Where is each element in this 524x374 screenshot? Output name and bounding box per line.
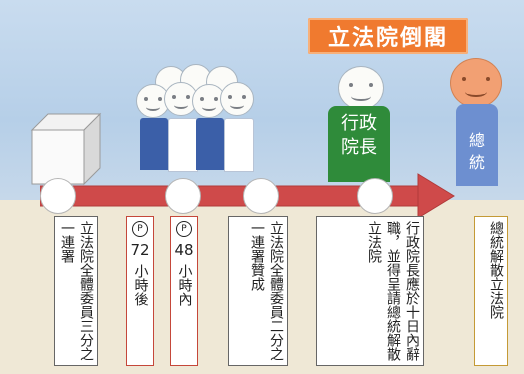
timeline-node [165, 178, 201, 214]
p-icon: P [176, 221, 192, 237]
step-text: 總統解散立法院 [488, 221, 504, 319]
step-number: 48 [174, 241, 194, 259]
president-body: 總統 [456, 104, 498, 186]
step-box: 立法院全體委員三分之一連署 [54, 216, 98, 366]
step-box: 立法院全體委員二分之一連署贊成 [228, 216, 288, 366]
premier-label: 行政院長 [341, 113, 377, 158]
step-box: 總統解散立法院 [474, 216, 508, 366]
crowd-body [196, 118, 224, 170]
step-text: 小時後 [132, 264, 149, 306]
president-label: 總統 [468, 131, 485, 172]
crowd-body [140, 118, 168, 170]
step-text: 行政院長應於十日內辭職，並得呈請總統解散立法院 [366, 221, 420, 361]
step-text: 小時內 [176, 264, 193, 306]
step-number: 72 [130, 241, 150, 259]
step-box: P 48 小時內 [170, 216, 198, 366]
crowd-head [220, 82, 254, 116]
timeline-arrow [40, 173, 455, 219]
p-icon: P [132, 221, 148, 237]
title-banner: 立法院倒閣 [308, 18, 468, 54]
step-text: 立法院全體委員三分之一連署 [59, 221, 94, 361]
timeline-node [357, 178, 393, 214]
timeline-node [243, 178, 279, 214]
crowd-body [168, 118, 198, 172]
step-text: 立法院全體委員二分之一連署贊成 [249, 221, 284, 361]
document-stack-icon [30, 112, 102, 186]
premier-head [338, 66, 384, 110]
premier-body: 行政院長 [328, 106, 390, 182]
step-box: P 72 小時後 [126, 216, 154, 366]
crowd-body [224, 118, 254, 172]
timeline-node [40, 178, 76, 214]
step-box: 行政院長應於十日內辭職，並得呈請總統解散立法院 [316, 216, 424, 366]
president-head [450, 58, 502, 108]
